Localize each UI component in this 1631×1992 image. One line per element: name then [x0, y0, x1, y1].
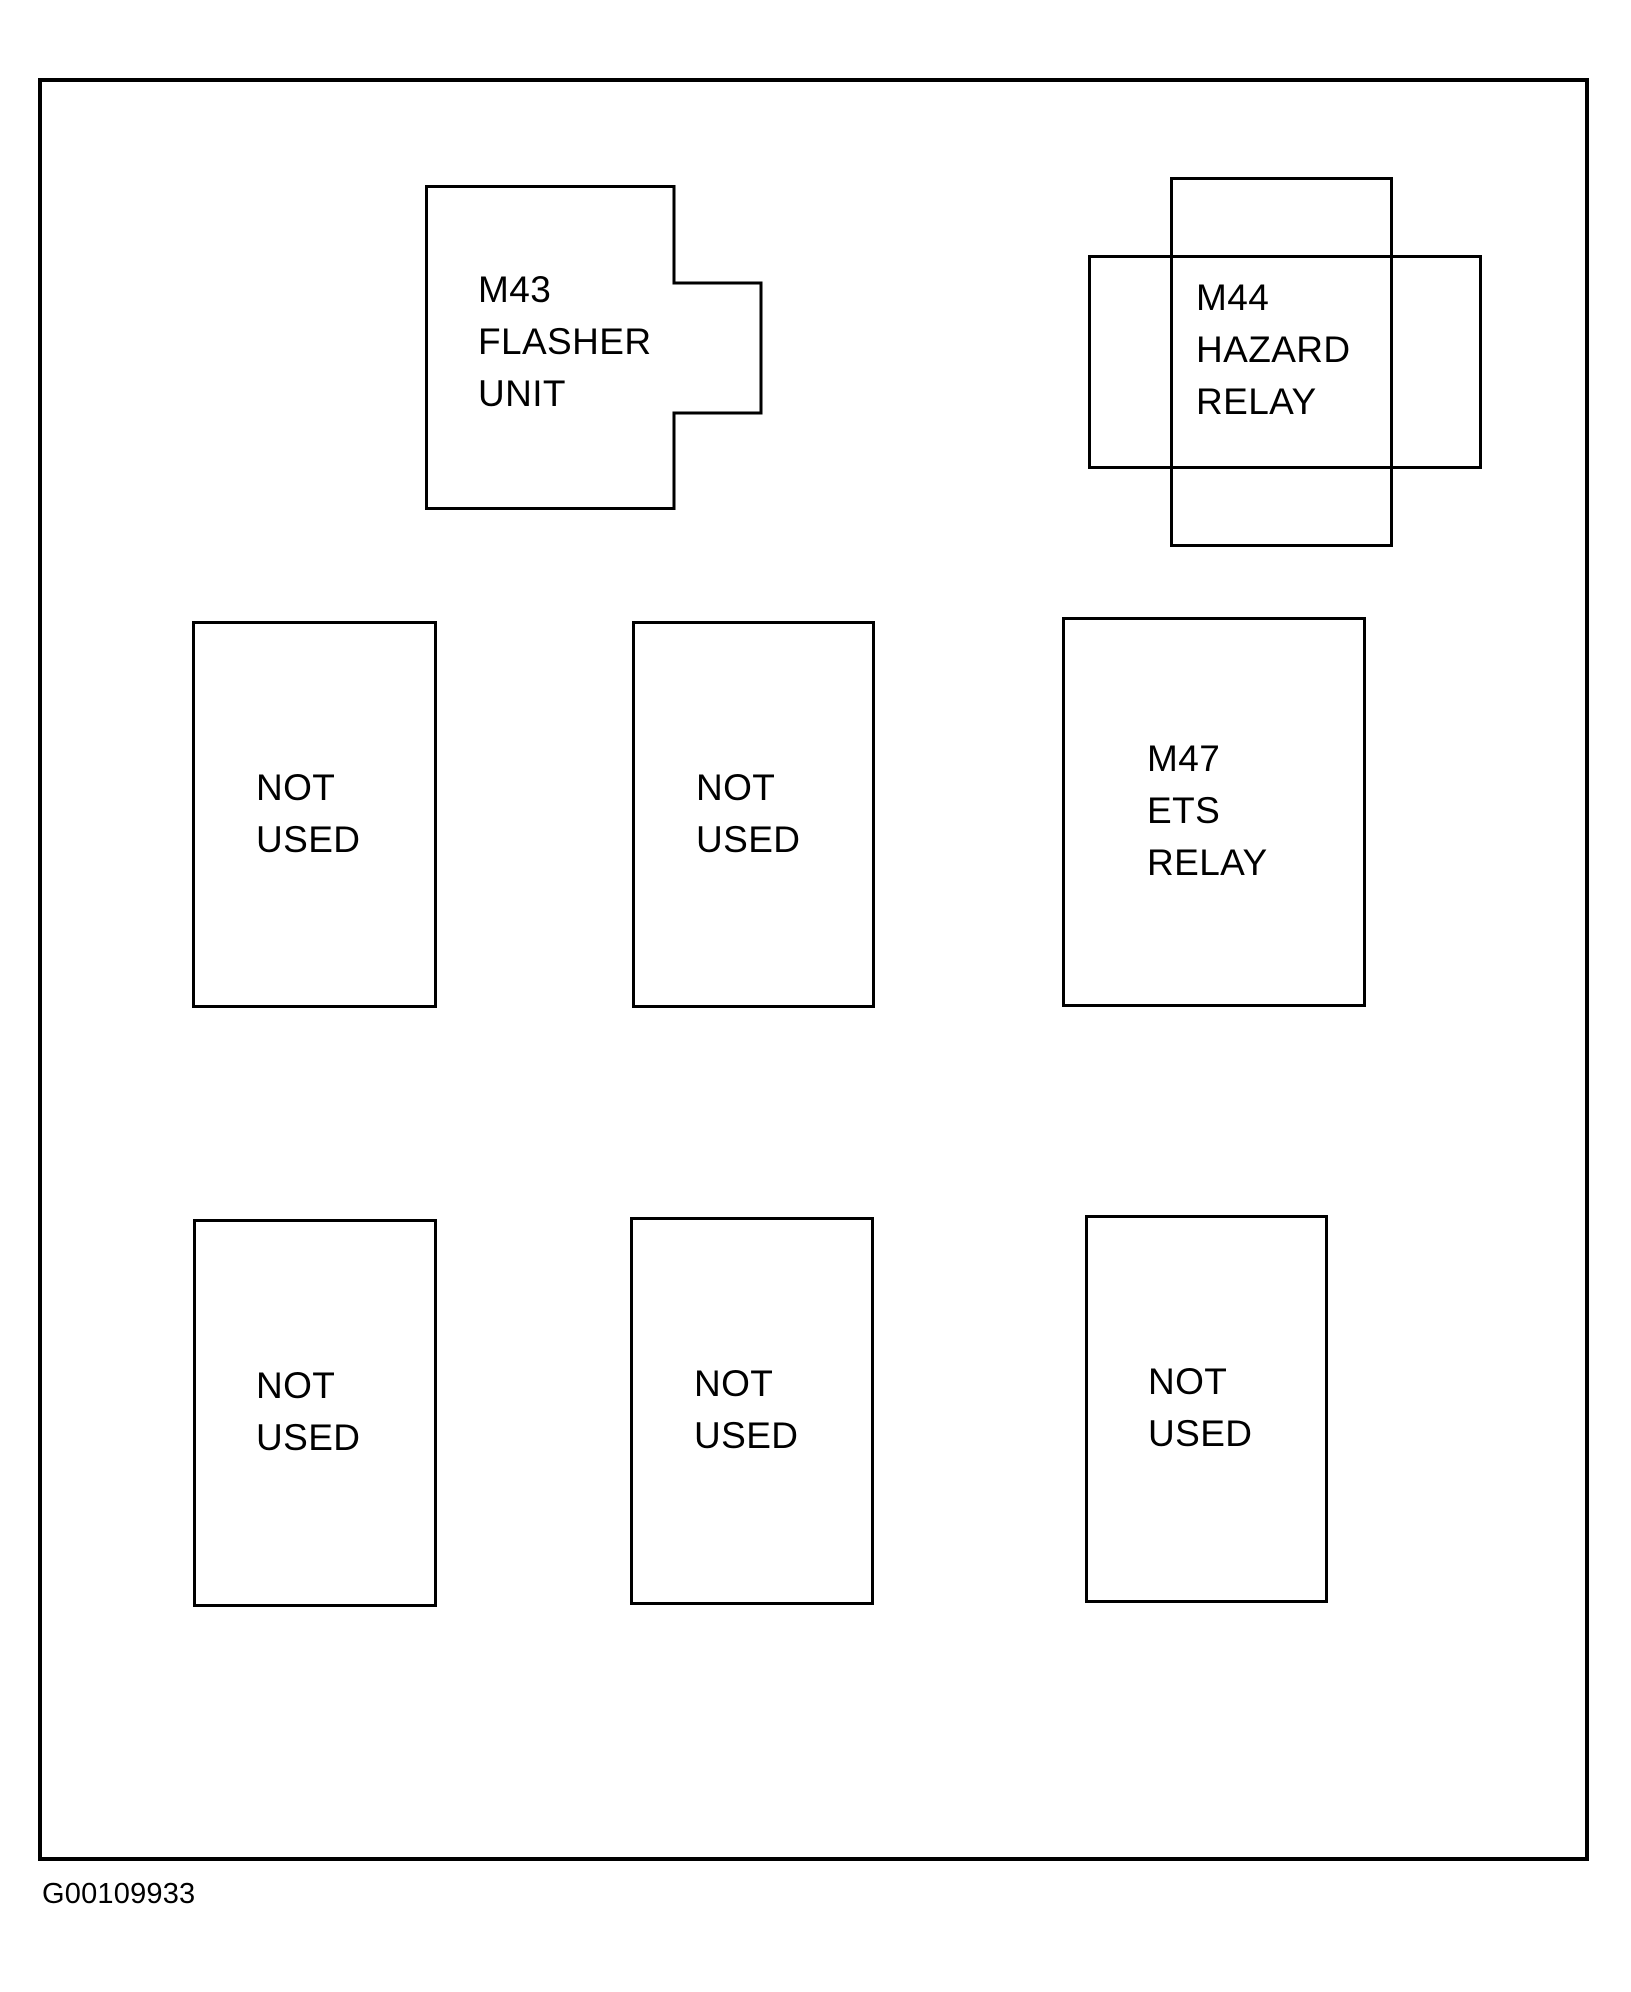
component-m44-vertical-outline: [1170, 177, 1393, 547]
component-m43-flasher-unit-outline: [425, 185, 770, 510]
slot-row3-col2-line-2: USED: [694, 1415, 799, 1456]
slot-row2-col2: [632, 621, 875, 1008]
slot-row2-col1-label: NOT USED: [256, 762, 360, 866]
component-m44-horizontal-outline: [1088, 255, 1482, 469]
component-m44-line-2: HAZARD: [1196, 329, 1351, 370]
component-m43-line-3: UNIT: [478, 373, 566, 414]
slot-row2-col1-line-2: USED: [256, 819, 361, 860]
figure-caption: G00109933: [42, 1878, 196, 1910]
slot-row3-col3-label: NOT USED: [1148, 1356, 1252, 1460]
slot-row3-col1-label: NOT USED: [256, 1360, 360, 1464]
slot-row3-col2: [630, 1217, 874, 1605]
component-m47-line-1: M47: [1147, 738, 1221, 779]
component-m47-line-3: RELAY: [1147, 842, 1268, 883]
slot-row2-col2-line-2: USED: [696, 819, 801, 860]
component-m47-ets-relay: [1062, 617, 1366, 1007]
slot-row3-col3-line-1: NOT: [1148, 1361, 1228, 1402]
slot-row3-col2-label: NOT USED: [694, 1358, 798, 1462]
component-m44-line-1: M44: [1196, 277, 1270, 318]
component-m43-line-2: FLASHER: [478, 321, 652, 362]
slot-row3-col3-line-2: USED: [1148, 1413, 1253, 1454]
slot-row3-col1-line-1: NOT: [256, 1365, 336, 1406]
component-m44-inner-fill: [1174, 259, 1389, 465]
slot-row2-col2-label: NOT USED: [696, 762, 800, 866]
slot-row2-col1: [192, 621, 437, 1008]
slot-row3-col3: [1085, 1215, 1328, 1603]
slot-row3-col1: [193, 1219, 437, 1607]
slot-row3-col1-line-2: USED: [256, 1417, 361, 1458]
component-m47-line-2: ETS: [1147, 790, 1221, 831]
slot-row3-col2-line-1: NOT: [694, 1363, 774, 1404]
slot-row2-col2-line-1: NOT: [696, 767, 776, 808]
component-m43-line-1: M43: [478, 269, 552, 310]
slot-row2-col1-line-1: NOT: [256, 767, 336, 808]
component-m44-line-3: RELAY: [1196, 381, 1317, 422]
